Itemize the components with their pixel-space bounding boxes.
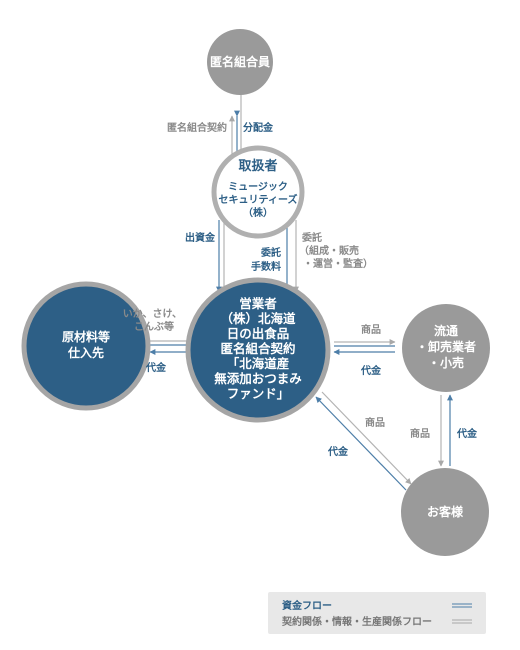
operator-line: ファンド」 (227, 386, 290, 401)
label-goods-diag: 商品 (365, 416, 385, 429)
legend-money: 資金フロー (282, 599, 332, 612)
handler-line: セキュリティーズ (219, 193, 298, 206)
investors-label: 匿名組合員 (210, 54, 270, 69)
node-supplier: 原材料等 仕入先 (21, 281, 151, 411)
arrow-goods-diag (321, 391, 412, 485)
label-materials: いか、さけ、 (123, 308, 182, 320)
label-cust-payment: 代金 (327, 445, 349, 458)
label-consign: 委託 (301, 231, 322, 244)
connectors (149, 92, 453, 491)
label-goods-down: 商品 (410, 427, 430, 440)
node-investors: 匿名組合員 (207, 29, 273, 95)
operator-line: 匿名組合契約 (220, 341, 295, 356)
node-customers: お客様 (401, 468, 489, 556)
supplier-line: 仕入先 (67, 345, 104, 360)
handler-line: ミュージック (228, 181, 288, 193)
handler-line: （株） (243, 206, 273, 219)
node-handler: 取扱者 ミュージック セキュリティーズ （株） (211, 145, 305, 239)
label-supplier-payment: 代金 (145, 361, 167, 374)
handler-title: 取扱者 (238, 158, 277, 174)
operator-line: 無添加おつまみ (214, 371, 302, 386)
label-dist-down-payment: 代金 (456, 427, 478, 440)
label-materials: こんぶ等 (134, 320, 174, 333)
flow-labels: 匿名組合契約 分配金 出資金 委託 手数料 委託 （組成・販売 ・運営・監査） … (123, 121, 478, 458)
label-investment: 出資金 (185, 231, 216, 244)
label-fee: 委託 (260, 246, 281, 259)
operator-line: 日の出食品 (227, 326, 290, 341)
label-consign: ・運営・監査） (303, 257, 373, 270)
label-contract: 匿名組合契約 (167, 121, 227, 134)
label-fee: 手数料 (251, 260, 281, 273)
distribution-line: 流通 (434, 323, 458, 338)
supplier-line: 原材料等 (62, 329, 110, 344)
arrow-cust-payment (315, 396, 407, 491)
operator-line: 「北海道産 (227, 356, 290, 371)
node-operator: 営業者 （株）北海道 日の出食品 匿名組合契約 「北海道産 無添加おつまみ ファ… (185, 277, 331, 423)
node-distribution: 流通 ・卸売業者 ・小売 (402, 304, 490, 392)
operator-line: 営業者 (239, 296, 277, 311)
customers-label: お客様 (427, 504, 464, 519)
distribution-line: ・卸売業者 (416, 339, 476, 354)
legend-contract: 契約関係・情報・生産関係フロー (282, 615, 432, 628)
label-dividend: 分配金 (243, 121, 274, 134)
operator-line: （株）北海道 (220, 311, 296, 326)
label-goods-out: 商品 (361, 323, 381, 336)
distribution-line: ・小売 (428, 355, 464, 370)
label-consign: （組成・販売 (299, 244, 359, 257)
label-dist-payment: 代金 (360, 364, 382, 377)
legend: 資金フロー 契約関係・情報・生産関係フロー (268, 592, 486, 634)
